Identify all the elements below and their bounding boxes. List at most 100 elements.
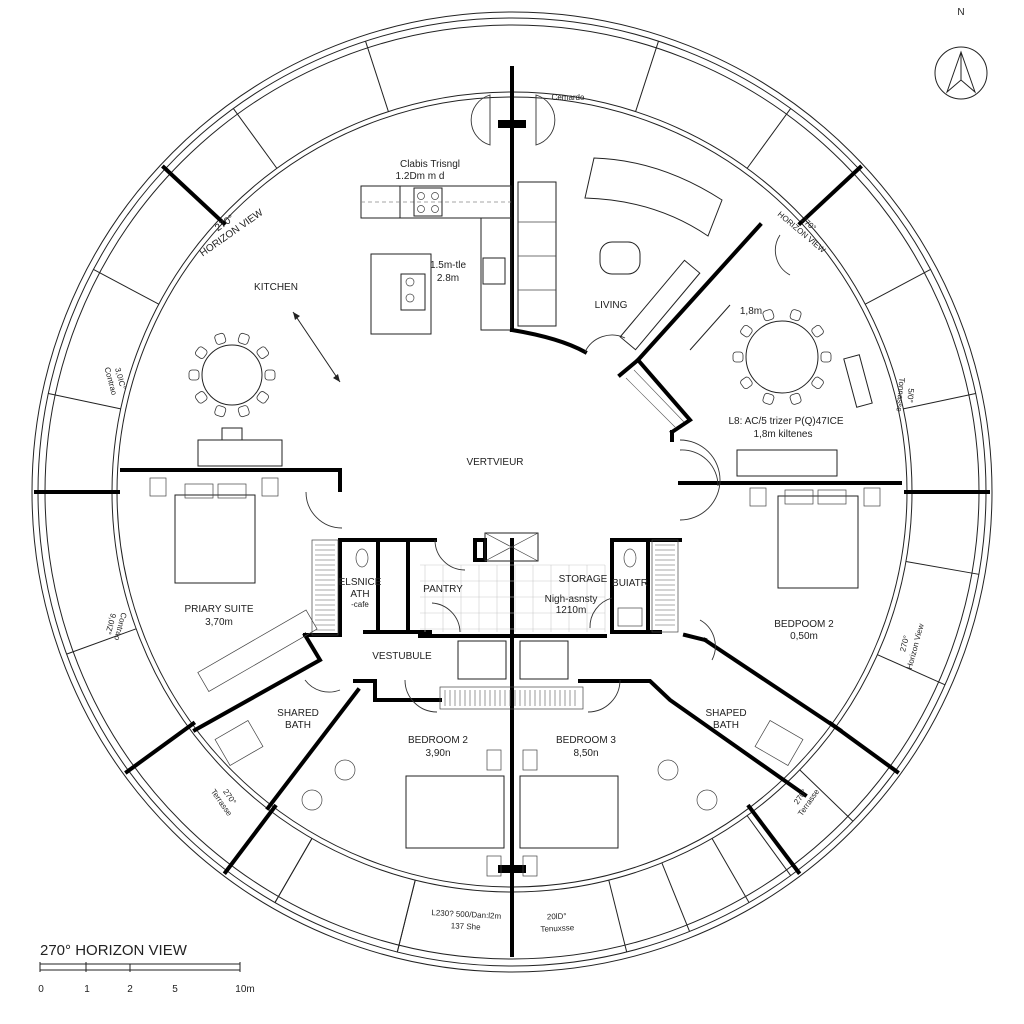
- ring-label-tl-2: HORIZON VIEW: [198, 207, 266, 259]
- east-dining: [617, 222, 873, 477]
- radial-wall: [124, 720, 197, 775]
- hall-label: VERTVIEUR: [466, 457, 523, 468]
- vestibule-label: VESTUBULE: [372, 651, 432, 662]
- primary-suite-dim: 3,70m: [205, 617, 233, 628]
- kitchen-note-1: Clabis Trisngl: [400, 159, 460, 170]
- door-bedroom-2[interactable]: [404, 679, 438, 713]
- chair: [811, 376, 824, 390]
- door-top-left[interactable]: [470, 94, 491, 146]
- storage-note-2: 1210m: [556, 605, 587, 616]
- legend: 270° HORIZON VIEW 0 1 2 5 10m: [38, 942, 255, 995]
- primary-suite-label: PRIARY SUITE: [184, 604, 253, 615]
- radial-wall: [161, 164, 227, 227]
- ring-divider: [635, 41, 659, 112]
- scale-tick-0: 0: [38, 984, 44, 995]
- door-top-right[interactable]: [535, 94, 556, 146]
- door-east-ring[interactable]: [774, 234, 791, 276]
- ring-divider: [66, 628, 137, 655]
- door-east-bedroom[interactable]: [679, 449, 719, 487]
- ring-label-ru-2: Tonnasse: [894, 377, 906, 412]
- bedroom-east-dim: 0,50m: [790, 631, 818, 642]
- dining-dim: 1,8m: [740, 306, 762, 317]
- kitchen-label: KITCHEN: [254, 282, 298, 293]
- door-bedroom-3[interactable]: [587, 679, 621, 713]
- ring-divider: [746, 815, 792, 876]
- ring-labels: 270° HORIZON VIEW 270° HORIZON VIEW 3,0I…: [103, 207, 926, 934]
- chair: [732, 351, 744, 363]
- south-wing: [192, 609, 843, 877]
- pantry-label: PANTRY: [423, 584, 463, 595]
- kitchen-counters: [292, 185, 512, 383]
- door-primary[interactable]: [305, 491, 343, 529]
- ring-label-bc-left-1: L230? 500/Dan:l2m: [431, 908, 502, 921]
- door-pantry[interactable]: [434, 539, 466, 571]
- door-vestibule-left[interactable]: [304, 679, 341, 693]
- door-pantry-lower[interactable]: [431, 602, 461, 633]
- ring-divider: [661, 862, 691, 932]
- ring-divider: [905, 560, 979, 575]
- scale-tick-2: 2: [127, 984, 133, 995]
- door-storage[interactable]: [589, 597, 613, 629]
- ring-divider: [711, 838, 750, 903]
- chair: [740, 324, 753, 338]
- ensuite-note: -cafe: [351, 600, 369, 609]
- storage-note-1: Nigh-asnsty: [545, 594, 598, 605]
- shared-bath-left-2: BATH: [285, 720, 311, 731]
- bedroom-2-label: BEDROOM 2: [408, 735, 468, 746]
- bedroom-3-label: BEDROOM 3: [556, 735, 616, 746]
- island-note-2: 2.8m: [437, 273, 459, 284]
- room-labels: Clabis Trisngl 1.2Dm m d Cemarde 1.5m-tl…: [184, 93, 843, 759]
- entry-top-label: Cemarde: [552, 93, 585, 102]
- ring-label-ru-1: 5/0°: [905, 388, 915, 403]
- bedroom-east-label: BEDPOOM 2: [774, 619, 834, 630]
- ring-divider: [274, 838, 313, 903]
- ring-divider: [903, 392, 976, 410]
- ring-label-rl-1: 270°: [898, 634, 911, 652]
- ring-label-bc-right-1: 20lD°: [547, 911, 567, 921]
- chair: [188, 369, 200, 381]
- wall-block: [498, 865, 526, 873]
- shared-bath-right-2: BATH: [713, 720, 739, 731]
- beds: [149, 477, 881, 589]
- door-hall-east[interactable]: [679, 439, 721, 521]
- island-note-1: 1.5m-tle: [430, 260, 467, 271]
- chair: [789, 392, 802, 405]
- chair: [237, 405, 250, 418]
- ring-divider: [93, 269, 160, 305]
- chair: [195, 346, 208, 359]
- bedroom-3-dim: 8,50n: [573, 748, 598, 759]
- kitchen-dining-table: [188, 332, 283, 467]
- hall-walls: [120, 430, 902, 529]
- chair: [762, 392, 775, 405]
- door-vestibule-right[interactable]: [699, 619, 716, 661]
- ring-divider: [365, 41, 389, 112]
- radial-wall: [222, 803, 278, 875]
- chair: [256, 346, 269, 359]
- ring-divider: [396, 879, 416, 953]
- ring-divider: [232, 108, 278, 169]
- kitchen-note-2: 1.2Dm m d: [396, 171, 445, 182]
- radial-walls: [34, 164, 990, 875]
- door-living[interactable]: [584, 334, 626, 353]
- ring-divider: [608, 879, 628, 953]
- core-rooms: [303, 532, 682, 680]
- dining-note-1: L8: AC/5 trizer P(Q)47ICE: [728, 416, 843, 427]
- shared-bath-left-1: SHARED: [277, 708, 319, 719]
- chair: [789, 309, 802, 322]
- ensuite-label-2: ATH: [350, 589, 369, 600]
- north-label: N: [957, 7, 964, 18]
- shared-bath-right-1: SHAPED: [705, 708, 746, 719]
- chair: [264, 369, 276, 381]
- ring-label-bc-left-2: 137 She: [451, 921, 482, 932]
- ring-divider: [746, 108, 792, 169]
- legend-title: 270° HORIZON VIEW: [40, 942, 188, 959]
- chair: [214, 405, 227, 418]
- scale-tick-5: 5: [172, 984, 178, 995]
- north-arrow: N: [934, 7, 988, 100]
- ring-label-bc-right-2: Tenuxsse: [540, 923, 575, 934]
- chair: [195, 391, 208, 404]
- chair: [762, 309, 775, 322]
- scale-tick-10: 10m: [235, 984, 254, 995]
- small-bath-label: BUIATR: [612, 578, 648, 589]
